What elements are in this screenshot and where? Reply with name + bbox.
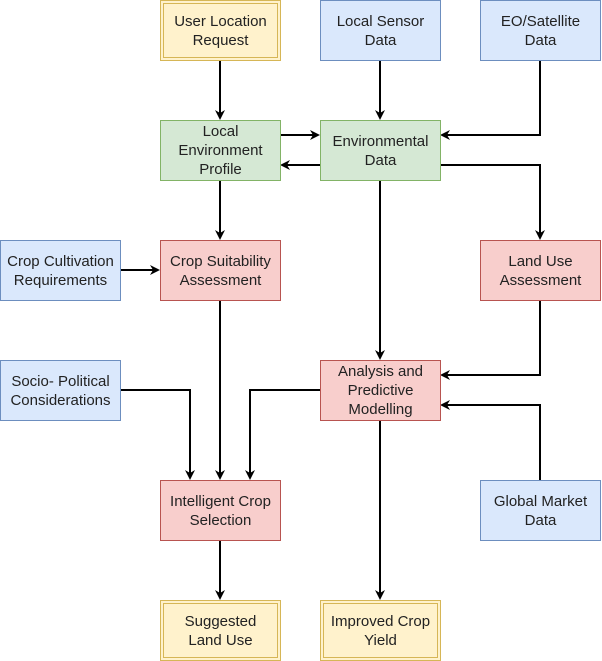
user-location-request-box: [160, 0, 281, 61]
suggested-land-use-label: Suggested Land Use: [184, 612, 257, 649]
crop-cultivation-requirements-box: [0, 240, 121, 301]
local-environment-profile-box: [160, 120, 281, 181]
arrow-land-use-assessment-to-analysis-predictive-modelling: [440, 300, 541, 380]
environmental-data-label: Environmental Data: [332, 132, 429, 169]
improved-crop-yield-label: Improved Crop Yield: [330, 612, 431, 649]
suggested-land-use-box: [160, 600, 281, 661]
improved-crop-yield-box: [320, 600, 441, 661]
intelligent-crop-selection-box: [160, 480, 281, 541]
local-environment-profile-label: Local Environment Profile: [178, 123, 263, 178]
crop-cultivation-requirements-label: Crop Cultivation Requirements: [7, 252, 114, 289]
arrow-analysis-predictive-modelling-to-intelligent-crop-selection: [245, 389, 320, 480]
land-use-assessment-box: [480, 240, 601, 301]
local-sensor-data-box: [320, 0, 441, 61]
crop-suitability-assessment-label: Crop Suitability Assessment: [170, 252, 271, 289]
user-location-request-label: User Location Request: [174, 12, 267, 49]
improved-crop-yield-inner-border: [323, 603, 438, 658]
arrow-global-market-data-to-analysis-predictive-modelling: [440, 400, 541, 480]
environmental-data-box: [320, 120, 441, 181]
eo-satellite-data-label: EO/Satellite Data: [500, 12, 581, 49]
local-sensor-data-label: Local Sensor Data: [336, 12, 425, 49]
global-market-data-label: Global Market Data: [493, 492, 588, 529]
analysis-predictive-modelling-box: [320, 360, 441, 421]
suggested-land-use-inner-border: [163, 603, 278, 658]
global-market-data-box: [480, 480, 601, 541]
analysis-predictive-modelling-label: Analysis and Predictive Modelling: [337, 363, 424, 418]
socio-political-considerations-box: [0, 360, 121, 421]
arrow-environmental-data-to-land-use-assessment: [440, 164, 545, 240]
user-location-request-inner-border: [163, 3, 278, 58]
crop-suitability-assessment-box: [160, 240, 281, 301]
eo-satellite-data-box: [480, 0, 601, 61]
intelligent-crop-selection-label: Intelligent Crop Selection: [170, 492, 271, 529]
socio-political-considerations-label: Socio- Political Considerations: [10, 372, 111, 409]
arrow-socio-political-considerations-to-intelligent-crop-selection: [120, 389, 195, 480]
land-use-assessment-label: Land Use Assessment: [499, 252, 582, 289]
arrow-eo-satellite-data-to-environmental-data: [440, 60, 541, 140]
